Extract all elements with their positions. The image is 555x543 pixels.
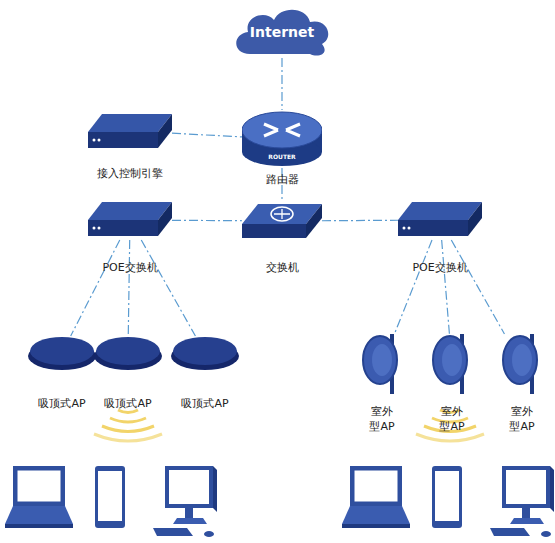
device-label: 吸顶式AP — [38, 396, 85, 411]
box-icon — [88, 200, 172, 240]
box-icon — [88, 112, 172, 150]
network-link — [322, 220, 398, 222]
device-label: 室外 型AP — [505, 404, 539, 434]
dish-icon — [360, 334, 404, 396]
cloud-label: Internet — [230, 24, 334, 40]
device-label: POE交换机 — [102, 260, 157, 275]
network-link — [451, 240, 504, 334]
box-icon — [398, 200, 482, 240]
network-device: 室外 型AP — [360, 334, 404, 396]
device-label: 室外 型AP — [365, 404, 399, 434]
network-link — [281, 58, 282, 110]
network-device: POE交换机 — [398, 200, 482, 240]
network-link — [128, 240, 129, 336]
device-label: 接入控制引擎 — [97, 166, 163, 181]
network-device: 吸顶式AP — [94, 336, 162, 370]
device-label: 室外 型AP — [435, 404, 469, 434]
disc-icon — [171, 336, 239, 370]
network-link — [172, 133, 242, 137]
network-device: 吸顶式AP — [171, 336, 239, 370]
wifi-signal — [94, 410, 162, 441]
network-device: 室外 型AP — [500, 334, 544, 396]
dish-icon — [500, 334, 544, 396]
client-devices — [342, 466, 554, 537]
network-device: 接入控制引擎 — [88, 112, 172, 150]
device-label: POE交换机 — [412, 260, 467, 275]
network-device: Internet — [230, 4, 334, 58]
device-brand: ROUTER — [242, 153, 322, 160]
network-device: POE交换机 — [88, 200, 172, 240]
device-label: 吸顶式AP — [181, 396, 228, 411]
network-device: 室外 型AP — [430, 334, 474, 396]
network-device: ROUTER路由器 — [242, 110, 322, 168]
network-device: 吸顶式AP — [28, 336, 96, 370]
client-devices — [5, 466, 217, 537]
network-link — [394, 240, 432, 334]
disc-icon — [28, 336, 96, 370]
network-device: 交换机 — [242, 202, 322, 240]
device-label: 吸顶式AP — [104, 396, 151, 411]
network-link — [141, 240, 195, 336]
device-label: 路由器 — [266, 172, 299, 187]
network-link — [172, 220, 242, 222]
disc-icon — [94, 336, 162, 370]
hub-icon — [242, 202, 322, 240]
dish-icon — [430, 334, 474, 396]
network-link — [71, 240, 120, 336]
device-label: 交换机 — [266, 260, 299, 275]
network-link — [442, 240, 450, 334]
